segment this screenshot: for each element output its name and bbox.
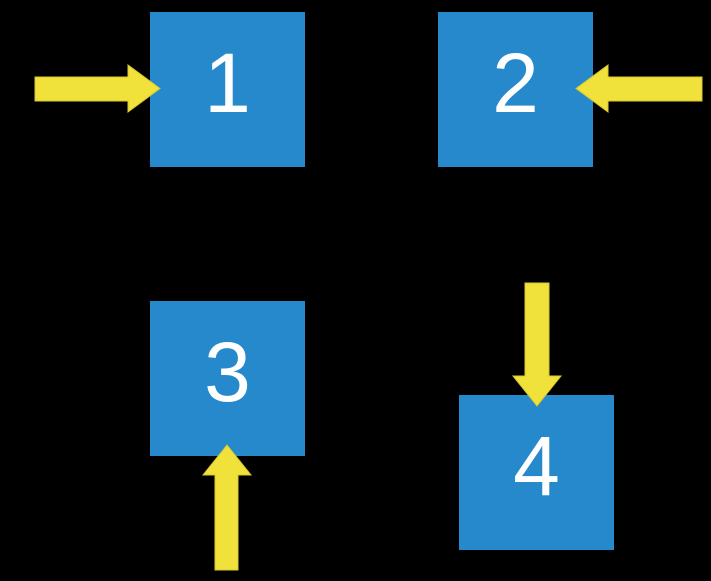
square-3-label: 3 bbox=[204, 324, 251, 419]
square-3: 3 bbox=[150, 301, 305, 456]
arrow-right-icon bbox=[34, 64, 161, 113]
square-4-label: 4 bbox=[513, 418, 560, 513]
arrow-up-icon bbox=[201, 444, 253, 571]
square-1: 1 bbox=[150, 12, 305, 167]
square-2-label: 2 bbox=[492, 35, 539, 130]
square-2: 2 bbox=[438, 12, 593, 167]
arrow-left-icon bbox=[575, 64, 703, 113]
square-4: 4 bbox=[459, 395, 614, 550]
square-1-label: 1 bbox=[204, 35, 251, 130]
arrow-down-icon bbox=[511, 282, 563, 407]
